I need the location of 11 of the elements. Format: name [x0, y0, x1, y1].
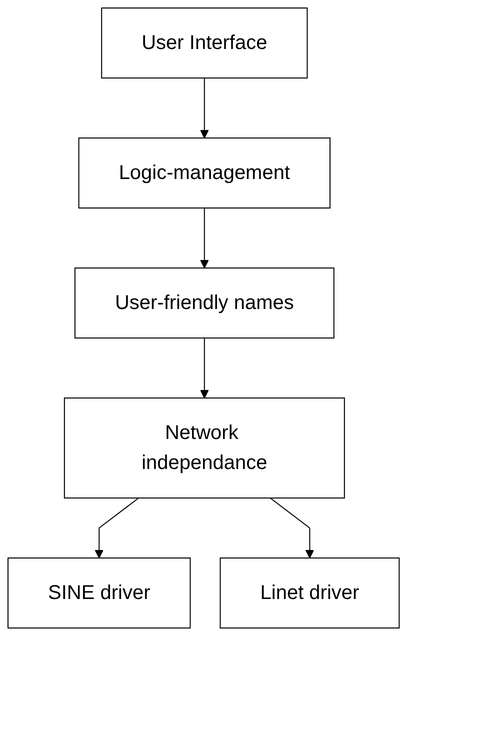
- arrow: [94, 498, 140, 558]
- node-box: Network independance: [64, 398, 345, 498]
- node-box: SINE driver: [8, 558, 191, 628]
- arrow: [200, 78, 209, 138]
- arrow: [200, 338, 209, 398]
- arrow: [270, 498, 314, 558]
- node-box: Logic-management: [78, 138, 331, 208]
- node-box: Linet driver: [220, 558, 400, 628]
- node-box: User Interface: [101, 8, 308, 78]
- node-box: User-friendly names: [74, 268, 334, 338]
- arrow: [200, 208, 209, 268]
